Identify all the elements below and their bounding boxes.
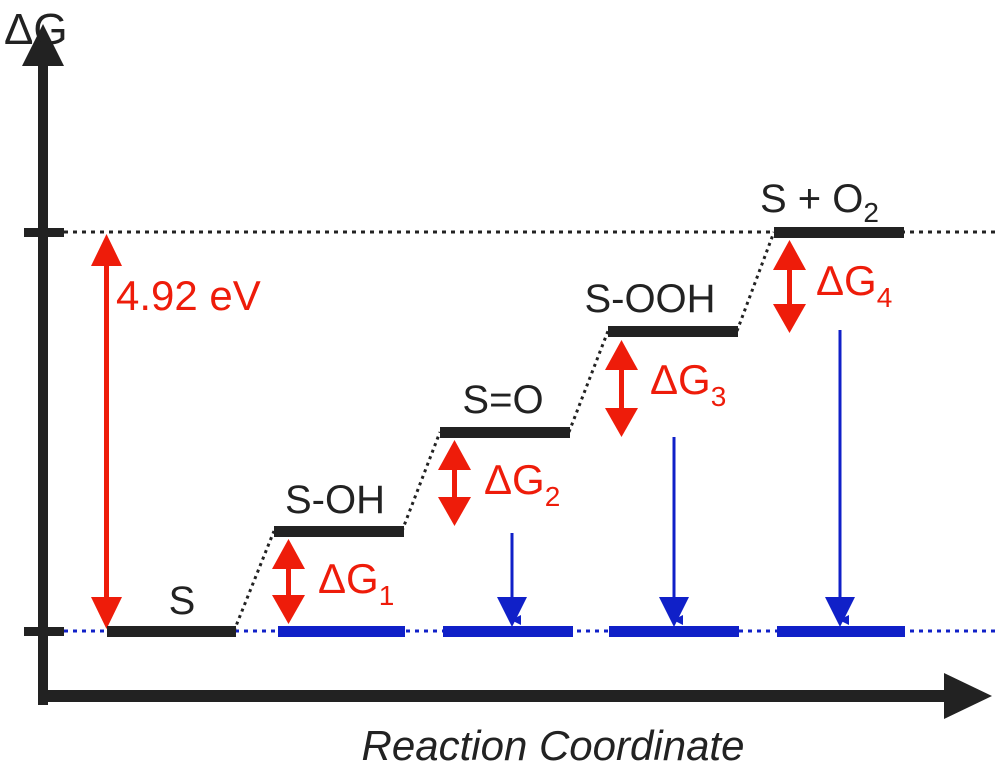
step-arrow-4	[773, 240, 806, 333]
step-arrows	[272, 240, 806, 624]
step-label-3: ΔG3	[650, 356, 726, 412]
level-S-OOH	[608, 326, 738, 337]
step-arrow-2	[438, 440, 471, 526]
level-S-O2	[774, 227, 904, 238]
y-axis-label: ΔG	[4, 5, 68, 54]
step-label-1: ΔG1	[318, 555, 394, 611]
level-S-OH	[274, 526, 404, 537]
x-axis	[38, 673, 992, 719]
state-label-S-O2: S + O2	[760, 177, 879, 228]
y-axis-arrowhead	[22, 24, 64, 66]
level-S	[107, 626, 236, 637]
y-axis	[22, 24, 64, 705]
tick-zero	[24, 627, 64, 636]
baseline-level-1	[278, 626, 405, 637]
step-label-2: ΔG2	[484, 456, 560, 512]
x-axis-arrowhead	[944, 673, 992, 719]
blue-arrowheads	[497, 597, 855, 627]
state-label-S-OH: S-OH	[285, 478, 385, 522]
state-label-S: S	[169, 579, 196, 623]
tick-4.92	[24, 228, 64, 237]
step-label-4: ΔG4	[816, 257, 892, 313]
total-energy-label: 4.92 eV	[116, 272, 261, 319]
state-label-S-O: S=O	[462, 378, 543, 422]
baseline-level-3	[609, 626, 739, 637]
level-S-O	[440, 427, 570, 438]
baseline-level-4	[777, 626, 905, 637]
step-arrow-1	[272, 539, 305, 624]
step-arrow-3	[605, 340, 638, 437]
total-energy-arrow	[91, 234, 122, 629]
state-label-S-OOH: S-OOH	[584, 277, 715, 321]
x-axis-label: Reaction Coordinate	[362, 722, 745, 768]
baseline-level-2	[443, 626, 573, 637]
